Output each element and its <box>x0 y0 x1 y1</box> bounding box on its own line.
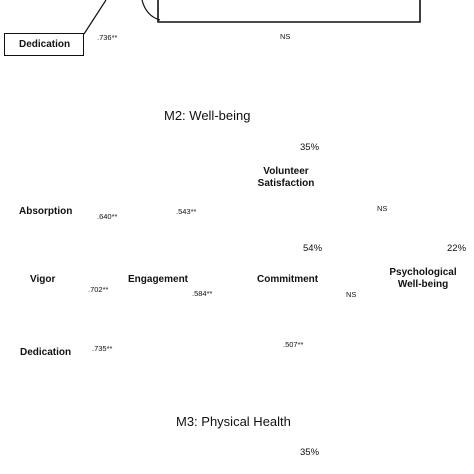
m2-node-vigor: Vigor <box>30 274 56 285</box>
m2-commitment-wellbeing-ns: NS <box>346 290 357 299</box>
top-dedication-coef: .736** <box>97 33 118 42</box>
m2-dedication-coef: .735** <box>92 344 113 353</box>
m2-node-volunteer-satisfaction-line2: Satisfaction <box>257 177 315 189</box>
m2-node-psychological-wellbeing-line2: Well-being <box>397 278 449 290</box>
m2-title: M2: Well-being <box>164 108 251 123</box>
m2-vigor-coef: .702** <box>88 285 109 294</box>
m2-node-absorption: Absorption <box>19 206 73 217</box>
m2-engagement-satisfaction-coef: .543** <box>176 207 197 216</box>
top-dedication-box: Dedication <box>4 33 84 56</box>
m2-satisfaction-variance: 35% <box>300 142 320 153</box>
m2-engagement-wellbeing-coef: .507** <box>283 340 304 349</box>
m2-node-volunteer-satisfaction-line1: Volunteer <box>263 166 309 177</box>
top-dedication-label: Dedication <box>19 39 71 50</box>
m2-absorption-coef: .640** <box>97 212 118 221</box>
m2-node-psychological-wellbeing: Psychological Well-being <box>389 267 456 290</box>
m2-satisfaction-wellbeing-ns: NS <box>377 204 388 213</box>
m2-node-volunteer-satisfaction: Volunteer Satisfaction <box>258 166 315 189</box>
m2-commitment-variance: 54% <box>303 243 323 254</box>
m3-satisfaction-variance: 35% <box>300 447 320 458</box>
top-rectangle-edge <box>157 0 421 23</box>
m2-node-engagement: Engagement <box>128 274 189 285</box>
m2-node-psychological-wellbeing-line1: Psychological <box>389 267 457 278</box>
m2-node-dedication: Dedication <box>20 347 72 358</box>
m2-wellbeing-variance: 22% <box>447 243 467 254</box>
top-path-line <box>83 0 107 35</box>
m2-node-commitment: Commitment <box>257 274 319 285</box>
top-ns-label: NS <box>280 32 291 41</box>
m3-title: M3: Physical Health <box>176 414 291 429</box>
m2-engagement-commitment-coef: .584** <box>192 289 213 298</box>
